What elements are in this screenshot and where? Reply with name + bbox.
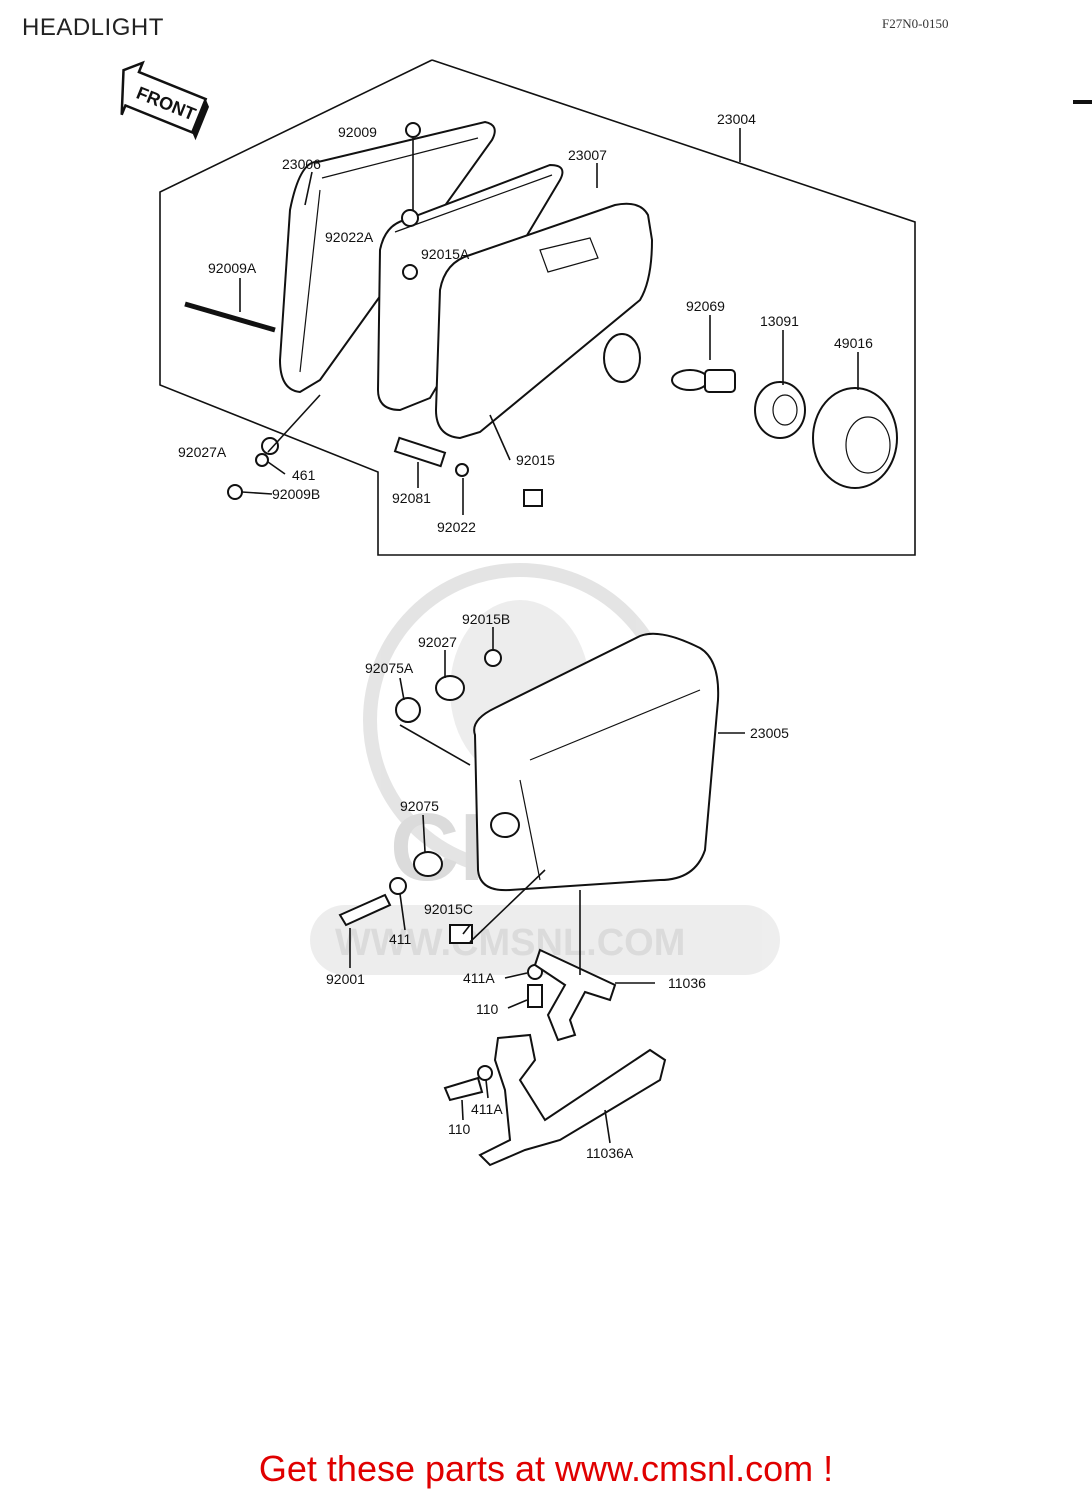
bushing-92075A	[395, 697, 421, 723]
washer-92022A	[401, 209, 419, 227]
label-92027A: 92027A	[178, 444, 227, 460]
label-23006: 23006	[282, 156, 321, 172]
part-labels: 23004 92009 23006 23007 92022A 92015A 92…	[178, 111, 873, 1161]
label-23007: 23007	[568, 147, 607, 163]
bolt-110-upper	[527, 984, 543, 1008]
label-411A-upper: 411A	[463, 970, 495, 986]
headlight-exploded-diagram: CMS WWW.CMSNL.COM FRONT	[120, 59, 916, 1167]
watermark-url: WWW.CMSNL.COM	[335, 922, 685, 964]
edge-mark	[1073, 100, 1092, 104]
dust-cover-49016	[812, 387, 898, 489]
label-11036A: 11036A	[586, 1145, 634, 1161]
label-23005: 23005	[750, 725, 789, 741]
label-92027: 92027	[418, 634, 457, 650]
label-110-lower: 110	[448, 1121, 471, 1137]
label-110-upper: 110	[476, 1001, 499, 1017]
leader-lines	[239, 128, 859, 1144]
label-11036: 11036	[668, 975, 706, 991]
label-92009B: 92009B	[272, 486, 320, 502]
watermark-url-banner	[310, 905, 780, 975]
bulb-92069	[671, 369, 736, 393]
label-13091: 13091	[760, 313, 799, 329]
washer-92022	[455, 463, 469, 477]
label-92022A: 92022A	[325, 229, 374, 245]
spring-461	[255, 453, 269, 467]
nut-92015	[523, 489, 543, 507]
grommet-92027	[435, 675, 465, 701]
label-92075: 92075	[400, 798, 439, 814]
label-92081: 92081	[392, 490, 431, 506]
screw-92009	[405, 122, 421, 138]
label-92075A: 92075A	[365, 660, 414, 676]
bracket-11036	[533, 948, 617, 1042]
screw-92009A	[184, 301, 276, 333]
footer-promo[interactable]: Get these parts at www.cmsnl.com !	[258, 1448, 834, 1489]
washer-411	[389, 877, 407, 895]
label-92009A: 92009A	[208, 260, 257, 276]
label-92001: 92001	[326, 971, 365, 987]
screw-92009B	[227, 484, 243, 500]
headlight-housing-23005	[473, 632, 720, 892]
bolt-110-lower	[443, 1076, 484, 1102]
bolt-92001	[338, 893, 392, 927]
bracket-11036A	[478, 1033, 667, 1167]
label-23004: 23004	[717, 111, 756, 127]
assembly-outline	[159, 59, 916, 556]
label-92015B: 92015B	[462, 611, 510, 627]
diagram-code: F27N0-0150	[882, 16, 949, 31]
label-92069: 92069	[686, 298, 725, 314]
socket-13091	[754, 381, 806, 439]
nut-92015B	[484, 649, 502, 667]
label-92015: 92015	[516, 452, 555, 468]
label-92015C: 92015C	[424, 901, 473, 917]
label-461: 461	[292, 467, 316, 483]
label-92022: 92022	[437, 519, 476, 535]
bushing-92075	[413, 851, 443, 877]
spring-92081	[393, 436, 447, 468]
label-92015A: 92015A	[421, 246, 470, 262]
adjuster-92027A	[261, 437, 279, 455]
label-92009: 92009	[338, 124, 377, 140]
headlight-unit	[434, 202, 654, 440]
nut-92015A	[402, 264, 418, 280]
front-arrow-icon: FRONT	[120, 60, 210, 141]
label-411A-lower: 411A	[471, 1101, 503, 1117]
label-411: 411	[389, 931, 412, 947]
label-49016: 49016	[834, 335, 873, 351]
page-title: HEADLIGHT	[22, 14, 164, 41]
washer-411A-lower	[477, 1065, 493, 1081]
